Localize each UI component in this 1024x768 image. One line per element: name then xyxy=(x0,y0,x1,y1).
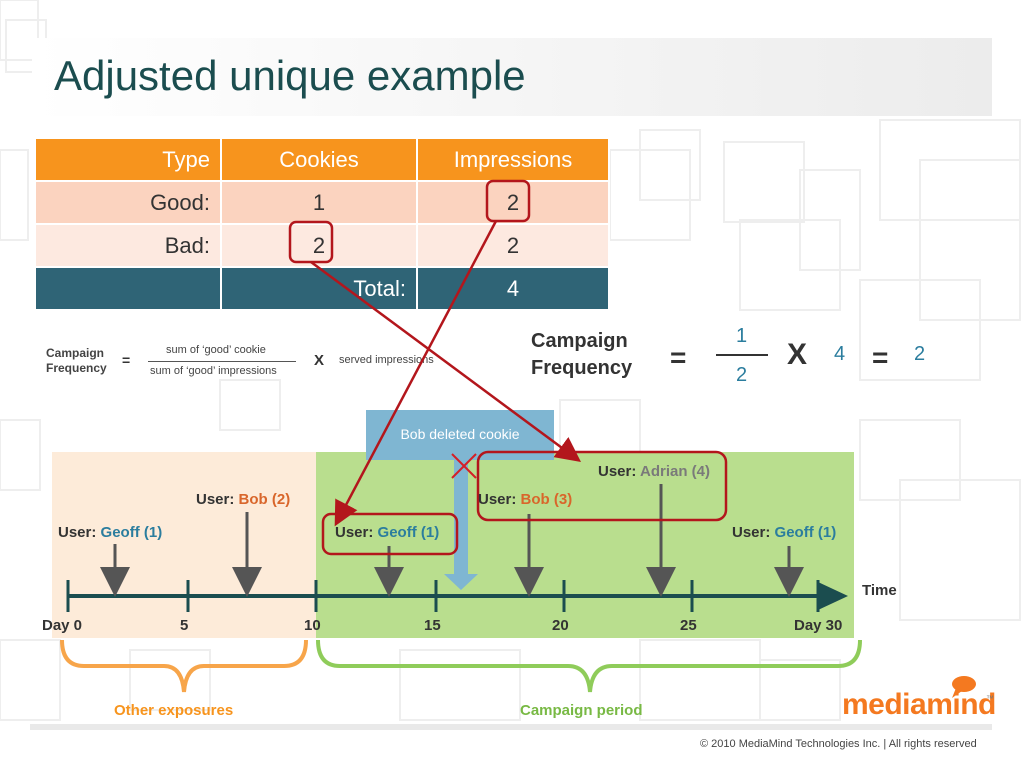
row-good-type: Good: xyxy=(34,180,222,225)
header-cookies: Cookies xyxy=(220,137,418,182)
row-bad-type: Bad: xyxy=(34,223,222,268)
user-prefix: User: xyxy=(598,463,637,480)
total-empty-cell xyxy=(34,266,222,311)
tick-label: Day 0 xyxy=(42,617,83,634)
user-prefix: User: xyxy=(335,524,374,541)
logo-trademark: ™ xyxy=(986,694,994,703)
link-arrow-impressions-to-geoff xyxy=(334,220,498,527)
highlight-bob-adrian xyxy=(476,450,728,522)
user-name: Adrian (4) xyxy=(639,463,710,480)
formula-small-denominator: sum of ‘good’ impressions xyxy=(150,365,277,377)
cookie-table: Type Cookies Impressions Good: 1 2 Bad: … xyxy=(34,137,610,311)
user-prefix: User: xyxy=(732,524,771,541)
other-exposures-panel xyxy=(52,452,316,638)
formula-big-denominator: 2 xyxy=(736,364,748,386)
formula-big-fraction-bar xyxy=(716,354,768,356)
user-label-bob-campaign: User: Bob (3) xyxy=(478,491,572,508)
formula-big-lhs: Campaign Frequency xyxy=(531,328,632,382)
formula-big-equals-2: = xyxy=(872,342,889,373)
table-row: Bad: 2 2 xyxy=(34,223,610,268)
time-axis-arrow-icon xyxy=(818,582,848,610)
campaign-period-label: Campaign period xyxy=(520,702,643,719)
time-axis-label: Time xyxy=(862,582,897,599)
header-type: Type xyxy=(34,137,222,182)
formula-big-factor: 4 xyxy=(834,343,846,365)
user-label-geoff-late: User: Geoff (1) xyxy=(732,524,836,541)
formula-small-factor: served impressions xyxy=(339,354,434,366)
campaign-period-brace xyxy=(316,639,862,693)
total-label: Total: xyxy=(220,266,418,311)
formula-small-numerator: sum of ‘good’ cookie xyxy=(166,344,266,356)
formula-big-lhs-line1: Campaign xyxy=(531,330,628,352)
user-label-geoff-other: User: Geoff (1) xyxy=(58,524,162,541)
row-bad-cookies: 2 xyxy=(220,223,418,268)
formula-big-equals: = xyxy=(670,342,687,373)
table-total-row: Total: 4 xyxy=(34,266,610,311)
link-arrow-cookies-to-bob xyxy=(310,260,582,462)
row-good-impressions: 2 xyxy=(416,180,610,225)
formula-small-lhs-line2: Frequency xyxy=(46,361,107,375)
row-bad-impressions: 2 xyxy=(416,223,610,268)
formula-small-lhs-line1: Campaign xyxy=(46,346,105,360)
formula-big-numerator: 1 xyxy=(736,325,748,347)
row-good-cookies: 1 xyxy=(220,180,418,225)
tick-label: 15 xyxy=(424,617,441,634)
tick-label: 5 xyxy=(180,617,189,634)
tick-label: 25 xyxy=(680,617,697,634)
total-value: 4 xyxy=(416,266,610,311)
user-label-adrian: User: Adrian (4) xyxy=(598,463,710,480)
formula-small-equals: = xyxy=(122,352,131,368)
footer-divider xyxy=(30,724,992,730)
formula-big-result: 2 xyxy=(914,343,926,365)
title-band xyxy=(32,38,992,116)
formula-small-times: X xyxy=(314,352,325,369)
formula-big-times: X xyxy=(787,338,808,371)
other-exposures-label: Other exposures xyxy=(114,702,234,719)
header-impressions: Impressions xyxy=(416,137,610,182)
user-prefix: User: xyxy=(478,491,517,508)
copyright-notice: © 2010 MediaMind Technologies Inc. | All… xyxy=(700,738,977,750)
user-name: Bob (2) xyxy=(238,491,291,508)
user-name: Bob (3) xyxy=(520,491,573,508)
deleted-arrow-head xyxy=(444,574,478,590)
formula-small-fraction-bar xyxy=(148,361,296,362)
formula-big-lhs-line2: Frequency xyxy=(531,357,633,379)
highlight-geoff-campaign xyxy=(321,512,459,556)
other-exposures-brace xyxy=(60,639,308,693)
tick-label: 10 xyxy=(304,617,321,634)
user-prefix: User: xyxy=(196,491,235,508)
table-row: Good: 1 2 xyxy=(34,180,610,225)
highlight-good-impressions xyxy=(485,179,531,223)
page-title: Adjusted unique example xyxy=(54,52,526,99)
tick-label: 20 xyxy=(552,617,569,634)
user-name: Geoff (1) xyxy=(377,524,440,541)
highlight-bad-cookies xyxy=(288,220,334,264)
user-label-bob-other: User: Bob (2) xyxy=(196,491,290,508)
user-label-geoff-campaign: User: Geoff (1) xyxy=(335,524,439,541)
campaign-period-panel xyxy=(316,452,854,638)
logo-bubble-icon xyxy=(952,676,976,692)
user-name: Geoff (1) xyxy=(100,524,163,541)
user-prefix: User: xyxy=(58,524,97,541)
tick-label: Day 30 xyxy=(794,617,843,634)
user-name: Geoff (1) xyxy=(774,524,837,541)
axis-ticks xyxy=(66,580,820,612)
table-header-row: Type Cookies Impressions xyxy=(34,137,610,182)
mediamind-logo: mediamind xyxy=(842,688,996,721)
formula-small-lhs: Campaign Frequency xyxy=(46,346,107,376)
